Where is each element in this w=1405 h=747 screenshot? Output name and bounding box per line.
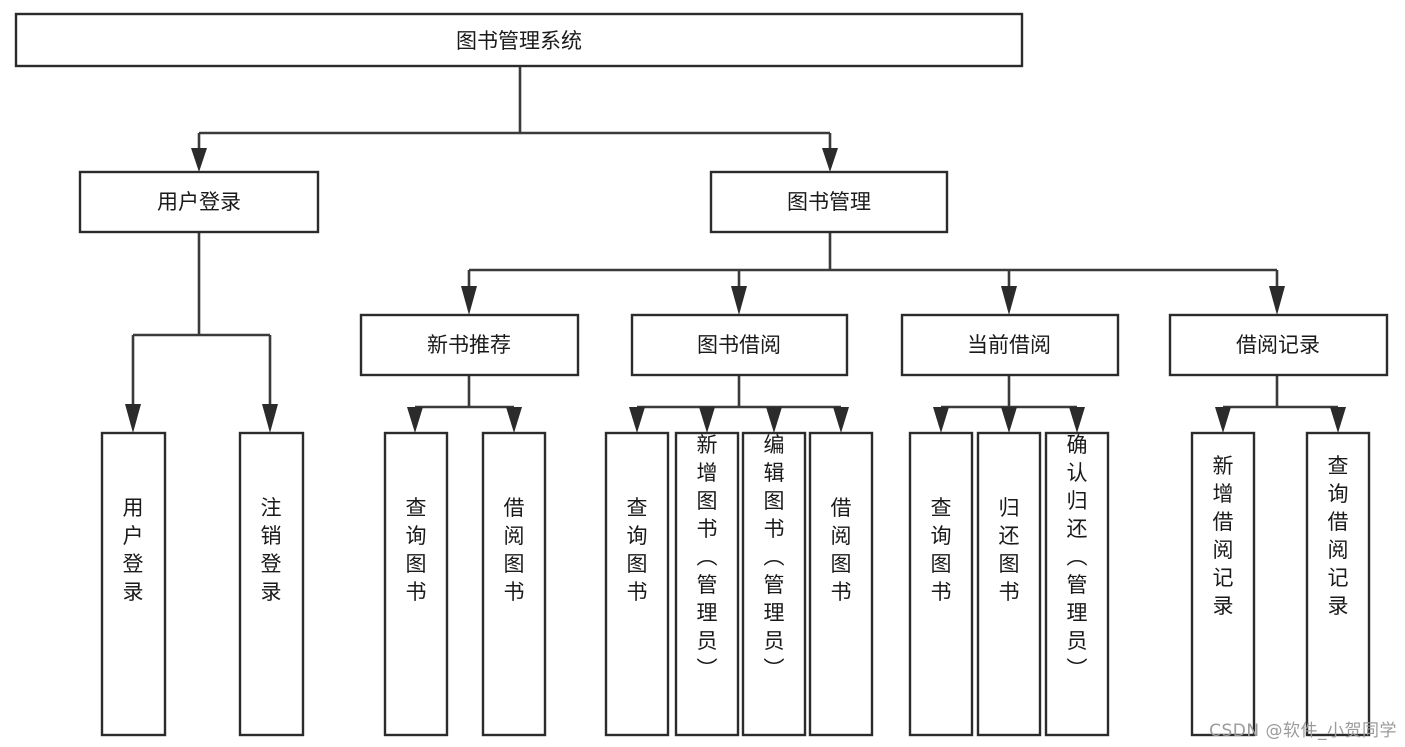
arrow-head-icon <box>833 407 849 433</box>
arrow-head-icon <box>407 407 423 433</box>
node-leaf-query-record[interactable]: 查询借阅记录 <box>1305 431 1371 737</box>
node-leaf-add-book-box[interactable] <box>674 431 740 737</box>
arrow-head-icon <box>933 407 949 433</box>
arrow-head-icon <box>1215 407 1231 433</box>
node-leaf-borrow-book-2-label: 借阅图书 <box>831 496 852 604</box>
node-book-borrow-label: 图书借阅 <box>697 333 781 357</box>
node-leaf-edit-book-label: 编辑图书︵管理员︶ <box>764 433 785 681</box>
node-leaf-query-book-2-box[interactable] <box>604 431 670 737</box>
node-leaf-return-book-label: 归还图书 <box>999 496 1020 604</box>
node-book-manage-label: 图书管理 <box>787 190 871 214</box>
node-leaf-user-login-box[interactable] <box>100 431 167 737</box>
node-leaf-query-record-box[interactable] <box>1305 431 1371 737</box>
node-new-book-recommend[interactable]: 新书推荐 <box>359 313 580 377</box>
node-leaf-add-record[interactable]: 新增借阅记录 <box>1190 431 1256 737</box>
node-leaf-add-book-label: 新增图书︵管理员︶ <box>697 433 718 681</box>
connector-group-borrow-record <box>1215 375 1346 433</box>
node-book-borrow[interactable]: 图书借阅 <box>630 313 849 377</box>
node-borrow-record[interactable]: 借阅记录 <box>1168 313 1389 377</box>
arrow-head-icon <box>506 407 522 433</box>
connector-group-root <box>191 66 838 172</box>
node-new-book-recommend-box[interactable] <box>359 313 580 377</box>
node-leaf-logout-label: 注销登录 <box>261 496 282 604</box>
node-leaf-confirm-return[interactable]: 确认归还︵管理员︶ <box>1044 431 1110 737</box>
node-user-login[interactable]: 用户登录 <box>78 170 320 234</box>
node-book-borrow-box[interactable] <box>630 313 849 377</box>
node-leaf-logout[interactable]: 注销登录 <box>238 431 305 737</box>
connector-group-current-borrow <box>933 375 1085 433</box>
node-borrow-record-label: 借阅记录 <box>1236 333 1320 357</box>
node-leaf-borrow-book-1-label: 借阅图书 <box>504 496 525 604</box>
connector-group-new-book-recommend <box>407 375 522 433</box>
connector-group-user-login <box>125 232 278 433</box>
node-leaf-user-login[interactable]: 用户登录 <box>100 431 167 737</box>
arrow-head-icon <box>191 148 207 172</box>
node-leaf-borrow-book-1-box[interactable] <box>481 431 547 737</box>
node-leaf-borrow-book-2-box[interactable] <box>808 431 874 737</box>
node-leaf-borrow-book-2[interactable]: 借阅图书 <box>808 431 874 737</box>
node-current-borrow-label: 当前借阅 <box>967 333 1051 357</box>
arrow-head-icon <box>262 404 278 433</box>
node-leaf-edit-book-box[interactable] <box>741 431 807 737</box>
node-borrow-record-box[interactable] <box>1168 313 1389 377</box>
node-leaf-logout-box[interactable] <box>238 431 305 737</box>
node-leaf-add-record-box[interactable] <box>1190 431 1256 737</box>
arrow-head-icon <box>125 404 141 433</box>
arrow-head-icon <box>1330 407 1346 433</box>
node-new-book-recommend-label: 新书推荐 <box>427 333 511 357</box>
arrow-head-icon <box>822 148 838 172</box>
node-root-label: 图书管理系统 <box>456 29 582 53</box>
node-leaf-query-book-3-label: 查询图书 <box>931 496 952 604</box>
node-leaf-confirm-return-box[interactable] <box>1044 431 1110 737</box>
arrow-head-icon <box>629 407 645 433</box>
node-leaf-query-book-2-label: 查询图书 <box>627 496 648 604</box>
node-leaf-query-book-3-box[interactable] <box>908 431 974 737</box>
node-leaf-confirm-return-label: 确认归还︵管理员︶ <box>1067 433 1088 681</box>
arrow-head-icon <box>1001 407 1017 433</box>
node-user-login-box[interactable] <box>78 170 320 234</box>
arrow-head-icon <box>1001 286 1017 315</box>
node-book-manage[interactable]: 图书管理 <box>709 170 949 234</box>
node-user-login-label: 用户登录 <box>157 190 241 214</box>
arrow-head-icon <box>1269 286 1285 315</box>
node-leaf-query-book-2[interactable]: 查询图书 <box>604 431 670 737</box>
node-leaf-query-book-1-box[interactable] <box>383 431 449 737</box>
node-leaf-return-book-box[interactable] <box>976 431 1042 737</box>
node-leaf-return-book[interactable]: 归还图书 <box>976 431 1042 737</box>
node-leaf-query-record-label: 查询借阅记录 <box>1328 454 1349 618</box>
node-root[interactable]: 图书管理系统 <box>14 12 1024 68</box>
connector-group-book-borrow <box>629 375 849 433</box>
node-root-box[interactable] <box>14 12 1024 68</box>
node-leaf-add-record-label: 新增借阅记录 <box>1213 454 1234 618</box>
node-leaf-add-book[interactable]: 新增图书︵管理员︶ <box>674 431 740 737</box>
node-leaf-query-book-3[interactable]: 查询图书 <box>908 431 974 737</box>
arrow-head-icon <box>766 407 782 433</box>
watermark-text: CSDN @软件_小贺同学 <box>1209 721 1397 741</box>
node-leaf-query-book-1[interactable]: 查询图书 <box>383 431 449 737</box>
connector-group-book-manage <box>461 232 1285 315</box>
node-leaf-borrow-book-1[interactable]: 借阅图书 <box>481 431 547 737</box>
arrow-head-icon <box>1069 407 1085 433</box>
arrow-head-icon <box>731 286 747 315</box>
node-leaf-edit-book[interactable]: 编辑图书︵管理员︶ <box>741 431 807 737</box>
node-leaf-user-login-label: 用户登录 <box>123 496 144 604</box>
node-leaf-query-book-1-label: 查询图书 <box>406 496 427 604</box>
arrow-head-icon <box>699 407 715 433</box>
node-current-borrow[interactable]: 当前借阅 <box>900 313 1120 377</box>
node-book-manage-box[interactable] <box>709 170 949 234</box>
node-current-borrow-box[interactable] <box>900 313 1120 377</box>
arrow-head-icon <box>461 286 477 315</box>
